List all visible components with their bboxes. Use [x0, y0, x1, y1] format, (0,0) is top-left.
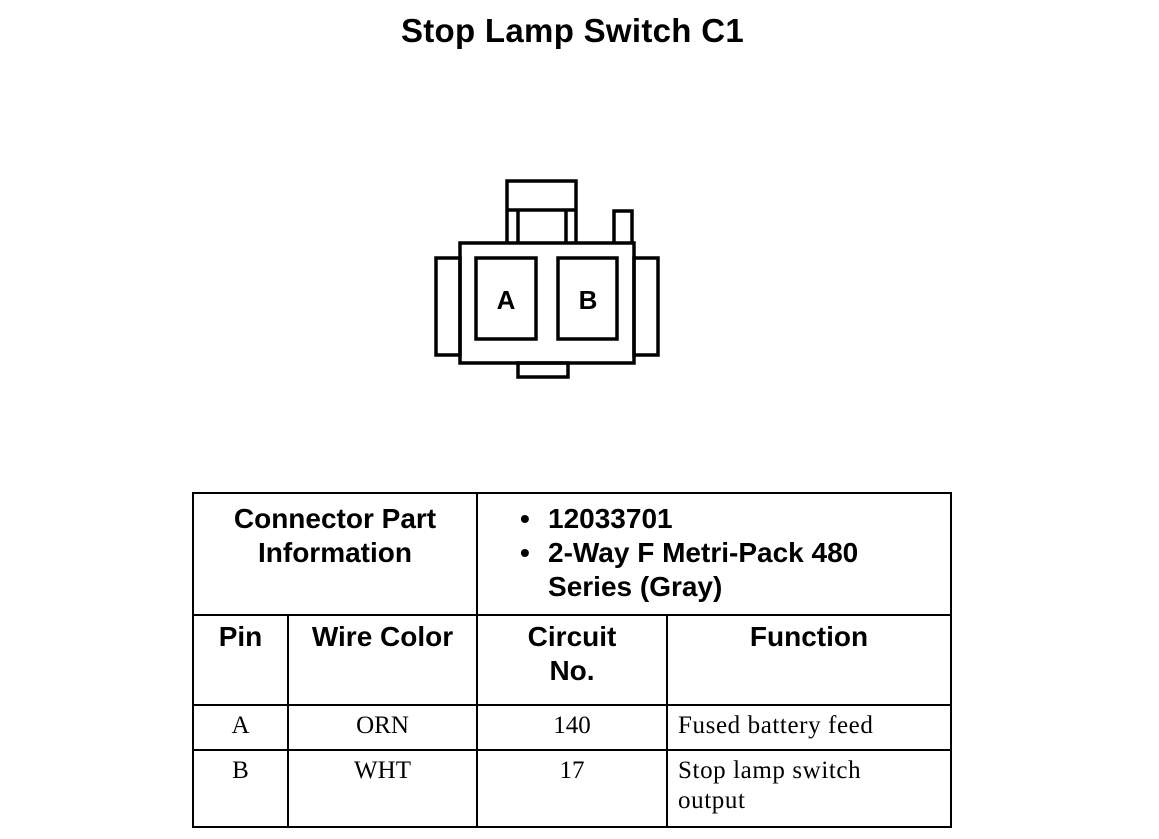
connector-flange-left	[434, 256, 462, 357]
header-function: Function	[666, 614, 953, 706]
connector-bottom-key	[516, 361, 570, 379]
page-title: Stop Lamp Switch C1	[400, 12, 745, 49]
part-info-values: 12033701 2-Way F Metri-Pack 480 Series (…	[476, 492, 953, 616]
pin-label-b: B	[579, 285, 598, 315]
cell-function: Fused battery feed	[666, 704, 953, 751]
pin-label-a: A	[497, 285, 516, 315]
cell-wire-color: WHT	[286, 749, 479, 828]
header-circuit-no: Circuit No.	[476, 614, 669, 706]
cell-pin: B	[192, 749, 289, 828]
pin-cavity-a	[474, 256, 538, 341]
part-description: 2-Way F Metri-Pack 480 Series (Gray)	[518, 536, 950, 604]
part-info-label: Connector Part Information	[191, 492, 479, 616]
part-info-list: 12033701 2-Way F Metri-Pack 480 Series (…	[518, 502, 950, 604]
cell-function: Stop lamp switch output	[666, 749, 953, 828]
column-header-row: Pin Wire Color Circuit No. Function	[192, 614, 953, 706]
cell-circuit: 140	[476, 704, 669, 751]
part-number: 12033701	[518, 502, 950, 536]
pin-cavity-b	[556, 256, 619, 341]
connector-housing	[458, 241, 636, 365]
part-info-row: Connector Part Information 12033701 2-Wa…	[191, 492, 953, 616]
cell-wire-color: ORN	[286, 704, 479, 751]
connector-post	[612, 209, 634, 243]
cell-circuit: 17	[476, 749, 669, 828]
connector-lock-tab	[505, 179, 578, 243]
header-pin: Pin	[192, 614, 289, 706]
cell-pin: A	[192, 704, 289, 751]
header-wire-color: Wire Color	[286, 614, 479, 706]
table-row: B WHT 17 Stop lamp switch output	[192, 749, 953, 828]
connector-flange-right	[632, 256, 660, 357]
table-row: A ORN 140 Fused battery feed	[192, 704, 953, 751]
connector-face-diagram: A B	[434, 179, 660, 379]
connector-info-table: Connector Part Information 12033701 2-Wa…	[191, 492, 953, 828]
